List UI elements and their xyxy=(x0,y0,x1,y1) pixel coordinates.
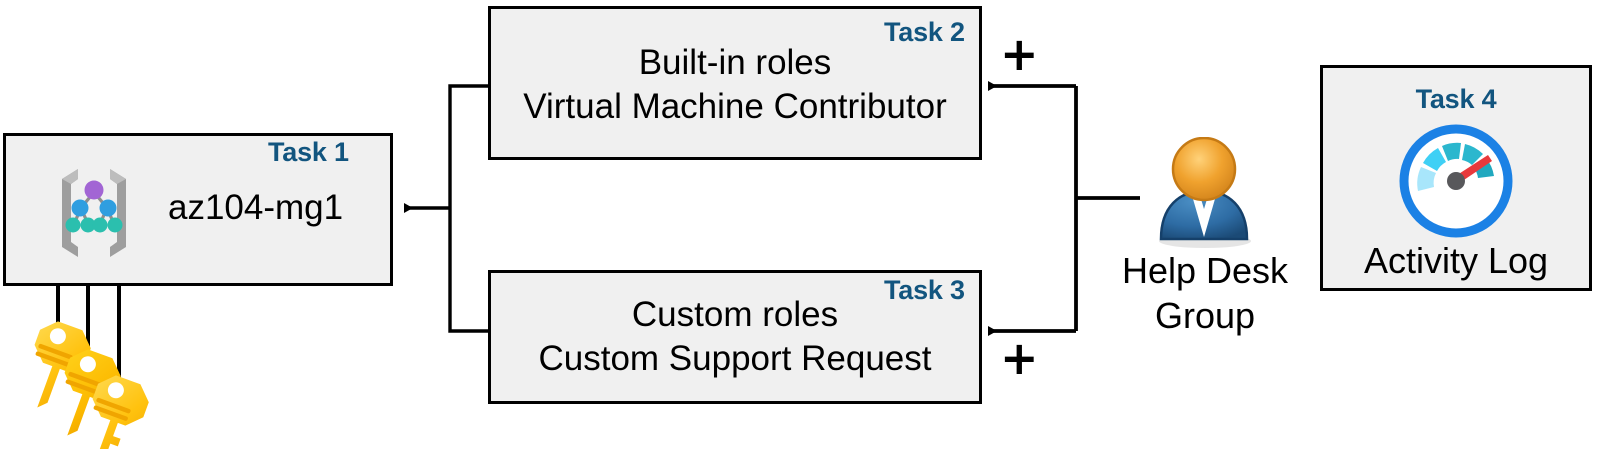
user-caption-line2: Group xyxy=(1154,295,1256,336)
task3-box[interactable] xyxy=(488,270,982,404)
task1-box[interactable] xyxy=(3,133,393,286)
task4-label: Activity Log xyxy=(1363,240,1549,281)
help-desk-group-user-icon xyxy=(1159,137,1251,248)
task3-line2: Custom Support Request xyxy=(538,339,932,378)
task3-line1: Custom roles xyxy=(631,295,839,334)
activity-log-gauge-icon xyxy=(1399,124,1513,238)
management-group-icon xyxy=(62,169,126,257)
task2-line2: Virtual Machine Contributor xyxy=(523,87,947,126)
task4-tag: Task 4 xyxy=(1415,84,1497,114)
task3-tag: Task 3 xyxy=(884,275,965,305)
task2-tag: Task 2 xyxy=(884,17,965,47)
arrow-to-task1 xyxy=(404,84,488,333)
task2-plus: + xyxy=(1000,27,1039,81)
user-caption-line1: Help Desk xyxy=(1121,250,1289,291)
task3-plus: + xyxy=(1000,331,1039,385)
task1-label: az104-mg1 xyxy=(168,188,344,227)
task2-box[interactable] xyxy=(488,6,982,160)
keys-icon xyxy=(34,321,149,449)
task1-tag: Task 1 xyxy=(268,137,349,167)
task2-line1: Built-in roles xyxy=(638,43,832,82)
